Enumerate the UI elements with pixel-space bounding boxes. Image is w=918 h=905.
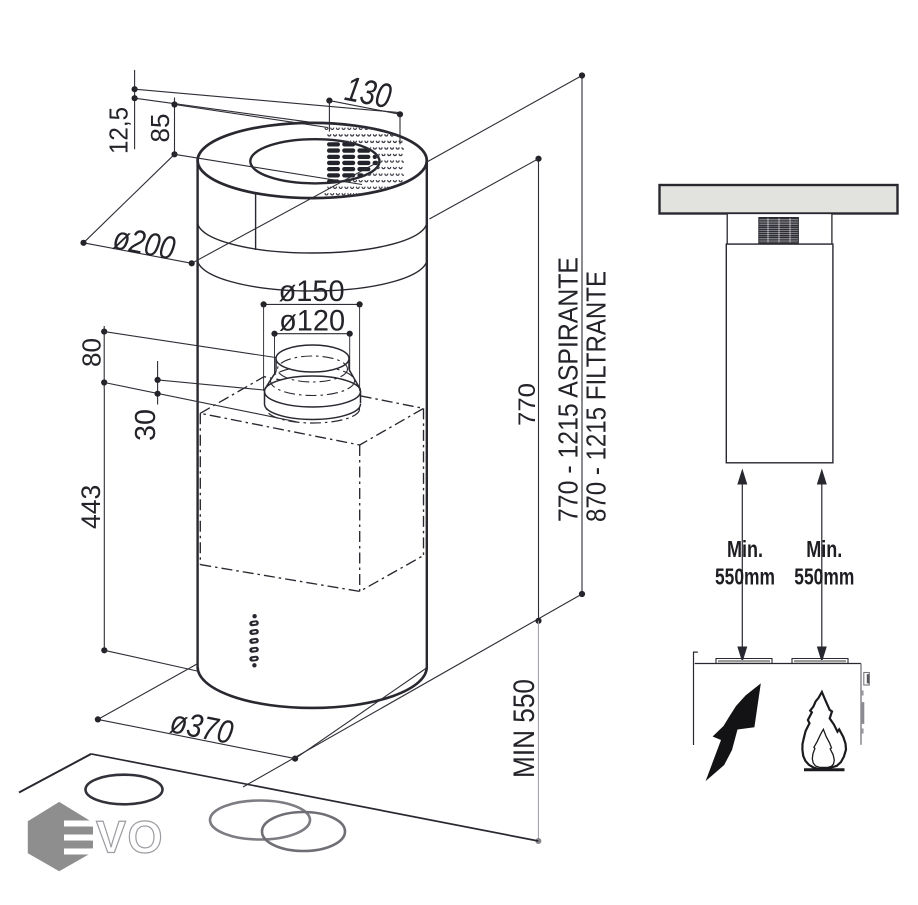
svg-text:550mm: 550mm xyxy=(715,564,775,590)
svg-text:80: 80 xyxy=(76,338,106,367)
svg-text:12,5: 12,5 xyxy=(104,107,134,154)
svg-text:MIN 550: MIN 550 xyxy=(508,679,541,778)
svg-text:ø120: ø120 xyxy=(279,305,345,338)
svg-text:Min.: Min. xyxy=(806,536,842,562)
svg-text:85: 85 xyxy=(145,114,175,143)
svg-text:ø200: ø200 xyxy=(110,219,178,267)
svg-text:VO: VO xyxy=(96,812,164,863)
svg-text:ø150: ø150 xyxy=(279,275,345,308)
svg-text:770: 770 xyxy=(514,383,541,426)
svg-text:Min.: Min. xyxy=(727,536,763,562)
svg-text:130: 130 xyxy=(342,69,395,116)
svg-text:870 - 1215 FILTRANTE: 870 - 1215 FILTRANTE xyxy=(581,271,612,522)
svg-text:ø370: ø370 xyxy=(167,703,236,751)
svg-text:550mm: 550mm xyxy=(794,564,854,590)
svg-text:30: 30 xyxy=(130,409,162,441)
svg-text:443: 443 xyxy=(76,485,106,529)
svg-text:770 - 1215 ASPIRANTE: 770 - 1215 ASPIRANTE xyxy=(553,257,584,522)
